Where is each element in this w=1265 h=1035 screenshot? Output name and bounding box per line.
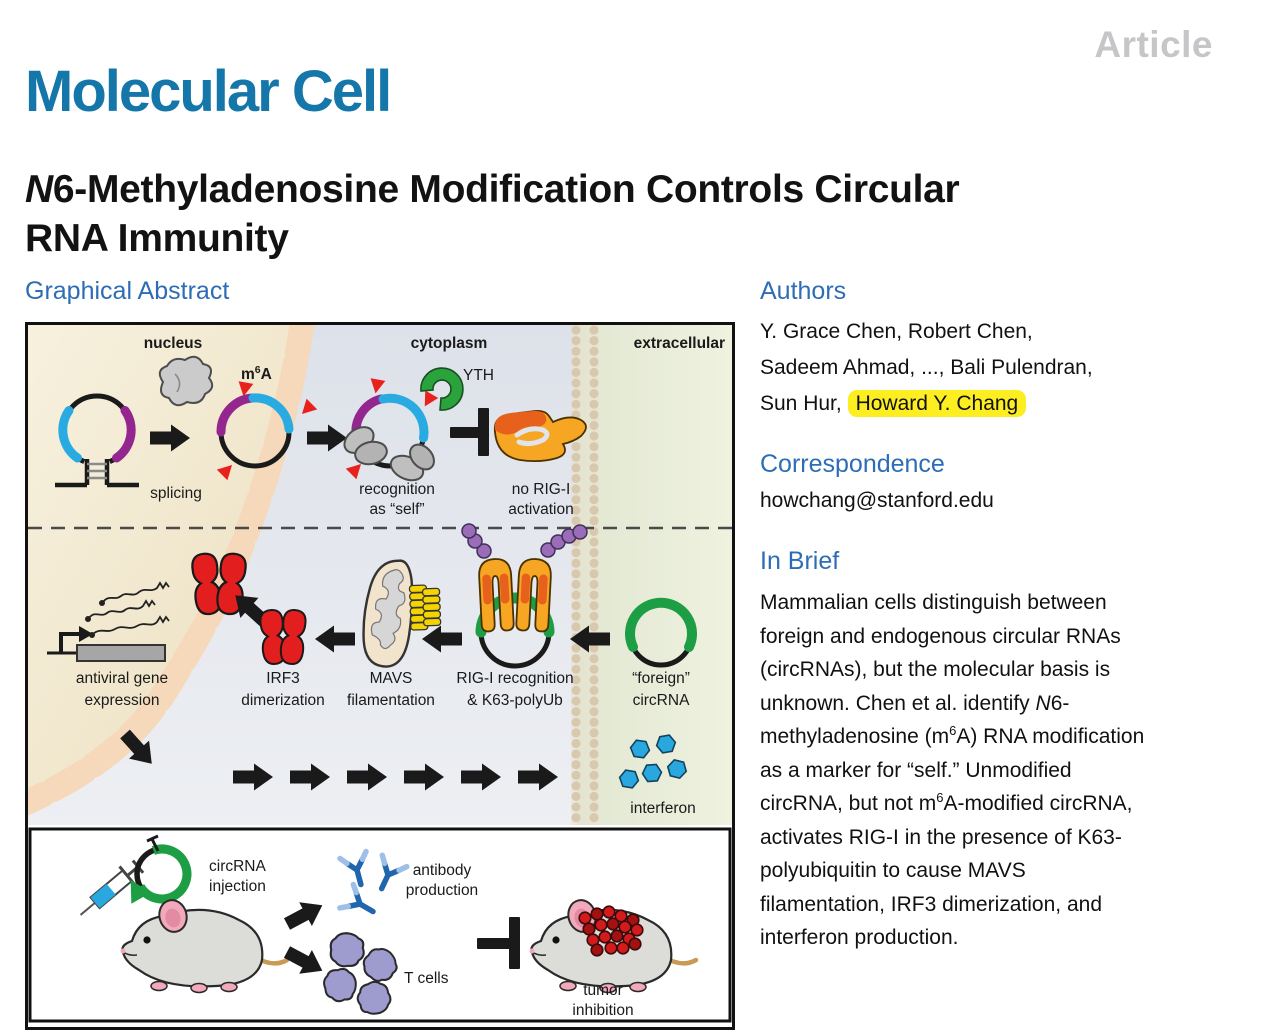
- rigi-recognition-label-line1: RIG-I recognition: [456, 670, 573, 687]
- gene-expression-icon: [47, 581, 170, 662]
- article-type-label: Article: [1094, 24, 1213, 65]
- spliceosome-icon: [158, 355, 214, 407]
- inhibition-bar-icon: [450, 408, 489, 456]
- circrna-injection-label-line1: circRNA: [209, 858, 266, 875]
- pre-mrna-icon: [55, 393, 139, 488]
- cytoplasm-label: cytoplasm: [411, 335, 488, 352]
- m6a-circrna-icon: [216, 381, 318, 481]
- paper-title: N6-Methyladenosine Modification Controls…: [25, 168, 960, 261]
- no-rigi-label-line2: activation: [508, 501, 573, 518]
- antibody-label-line1: antibody: [413, 862, 472, 879]
- t-cells-label: T cells: [404, 970, 449, 987]
- mitochondria-mavs-icon: [362, 559, 442, 668]
- rigi-recognition-label-line2: & K63-polyUb: [467, 692, 563, 709]
- tumor-inhibition-label-line1: tumor: [583, 982, 623, 999]
- inhibition-bar-icon: [477, 917, 520, 969]
- recognition-label-line1: recognition: [359, 481, 435, 498]
- extracellular-region: [577, 324, 733, 825]
- figure-border: [25, 322, 735, 1030]
- nucleus-label: nucleus: [144, 335, 203, 352]
- irf3-label-line2: dimerization: [241, 692, 325, 709]
- recognition-label-line2: as “self”: [369, 501, 424, 518]
- antibody-label-line2: production: [406, 882, 478, 899]
- nucleus-region: [23, 317, 303, 804]
- m6a-label: m6A: [241, 364, 272, 383]
- authors-heading: Authors: [760, 277, 847, 305]
- plasma-membrane: [571, 324, 599, 827]
- circrna-injection-label-line2: injection: [209, 878, 266, 895]
- graphical-abstract-heading: Graphical Abstract: [25, 277, 230, 305]
- antiviral-label-line1: antiviral gene: [76, 670, 168, 687]
- extracellular-label: extracellular: [634, 335, 725, 352]
- mavs-label-line2: filamentation: [347, 692, 435, 709]
- yth-bound-circrna-icon: [343, 378, 439, 482]
- foreign-circrna-icon: [625, 597, 697, 668]
- tumor-inhibition-label-line2: inhibition: [572, 1002, 633, 1019]
- interferon-label: interferon: [630, 800, 695, 817]
- yth-label: YTH: [463, 367, 494, 384]
- graphical-abstract-figure: nucleus cytoplasm extracellular splicing…: [10, 304, 735, 1030]
- circrna-injection-icon: [120, 834, 192, 904]
- nuclear-envelope: [10, 304, 316, 817]
- correspondence-heading: Correspondence: [760, 450, 945, 478]
- syringe-icon: [79, 859, 145, 916]
- splicing-label: splicing: [150, 485, 202, 502]
- journal-logo: Molecular Cell: [25, 59, 392, 124]
- mavs-label-line1: MAVS: [370, 670, 413, 687]
- authors-list: Y. Grace Chen, Robert Chen,Sadeem Ahmad,…: [760, 320, 1093, 417]
- no-rigi-label-line1: no RIG-I: [512, 481, 571, 498]
- in-brief-heading: In Brief: [760, 547, 840, 575]
- foreign-circrna-label-line1: “foreign”: [632, 670, 690, 687]
- irf3-label-line1: IRF3: [266, 670, 300, 687]
- rigi-autoinhibited-icon: [493, 409, 587, 463]
- rigi-recognition-complex-icon: [461, 523, 588, 669]
- tumor-mouse-icon: [530, 897, 697, 992]
- foreign-circrna-label-line2: circRNA: [633, 692, 690, 709]
- yth-protein-icon: [420, 367, 464, 411]
- antiviral-label-line2: expression: [85, 692, 160, 709]
- correspondence-email-link[interactable]: howchang@stanford.edu: [760, 489, 994, 512]
